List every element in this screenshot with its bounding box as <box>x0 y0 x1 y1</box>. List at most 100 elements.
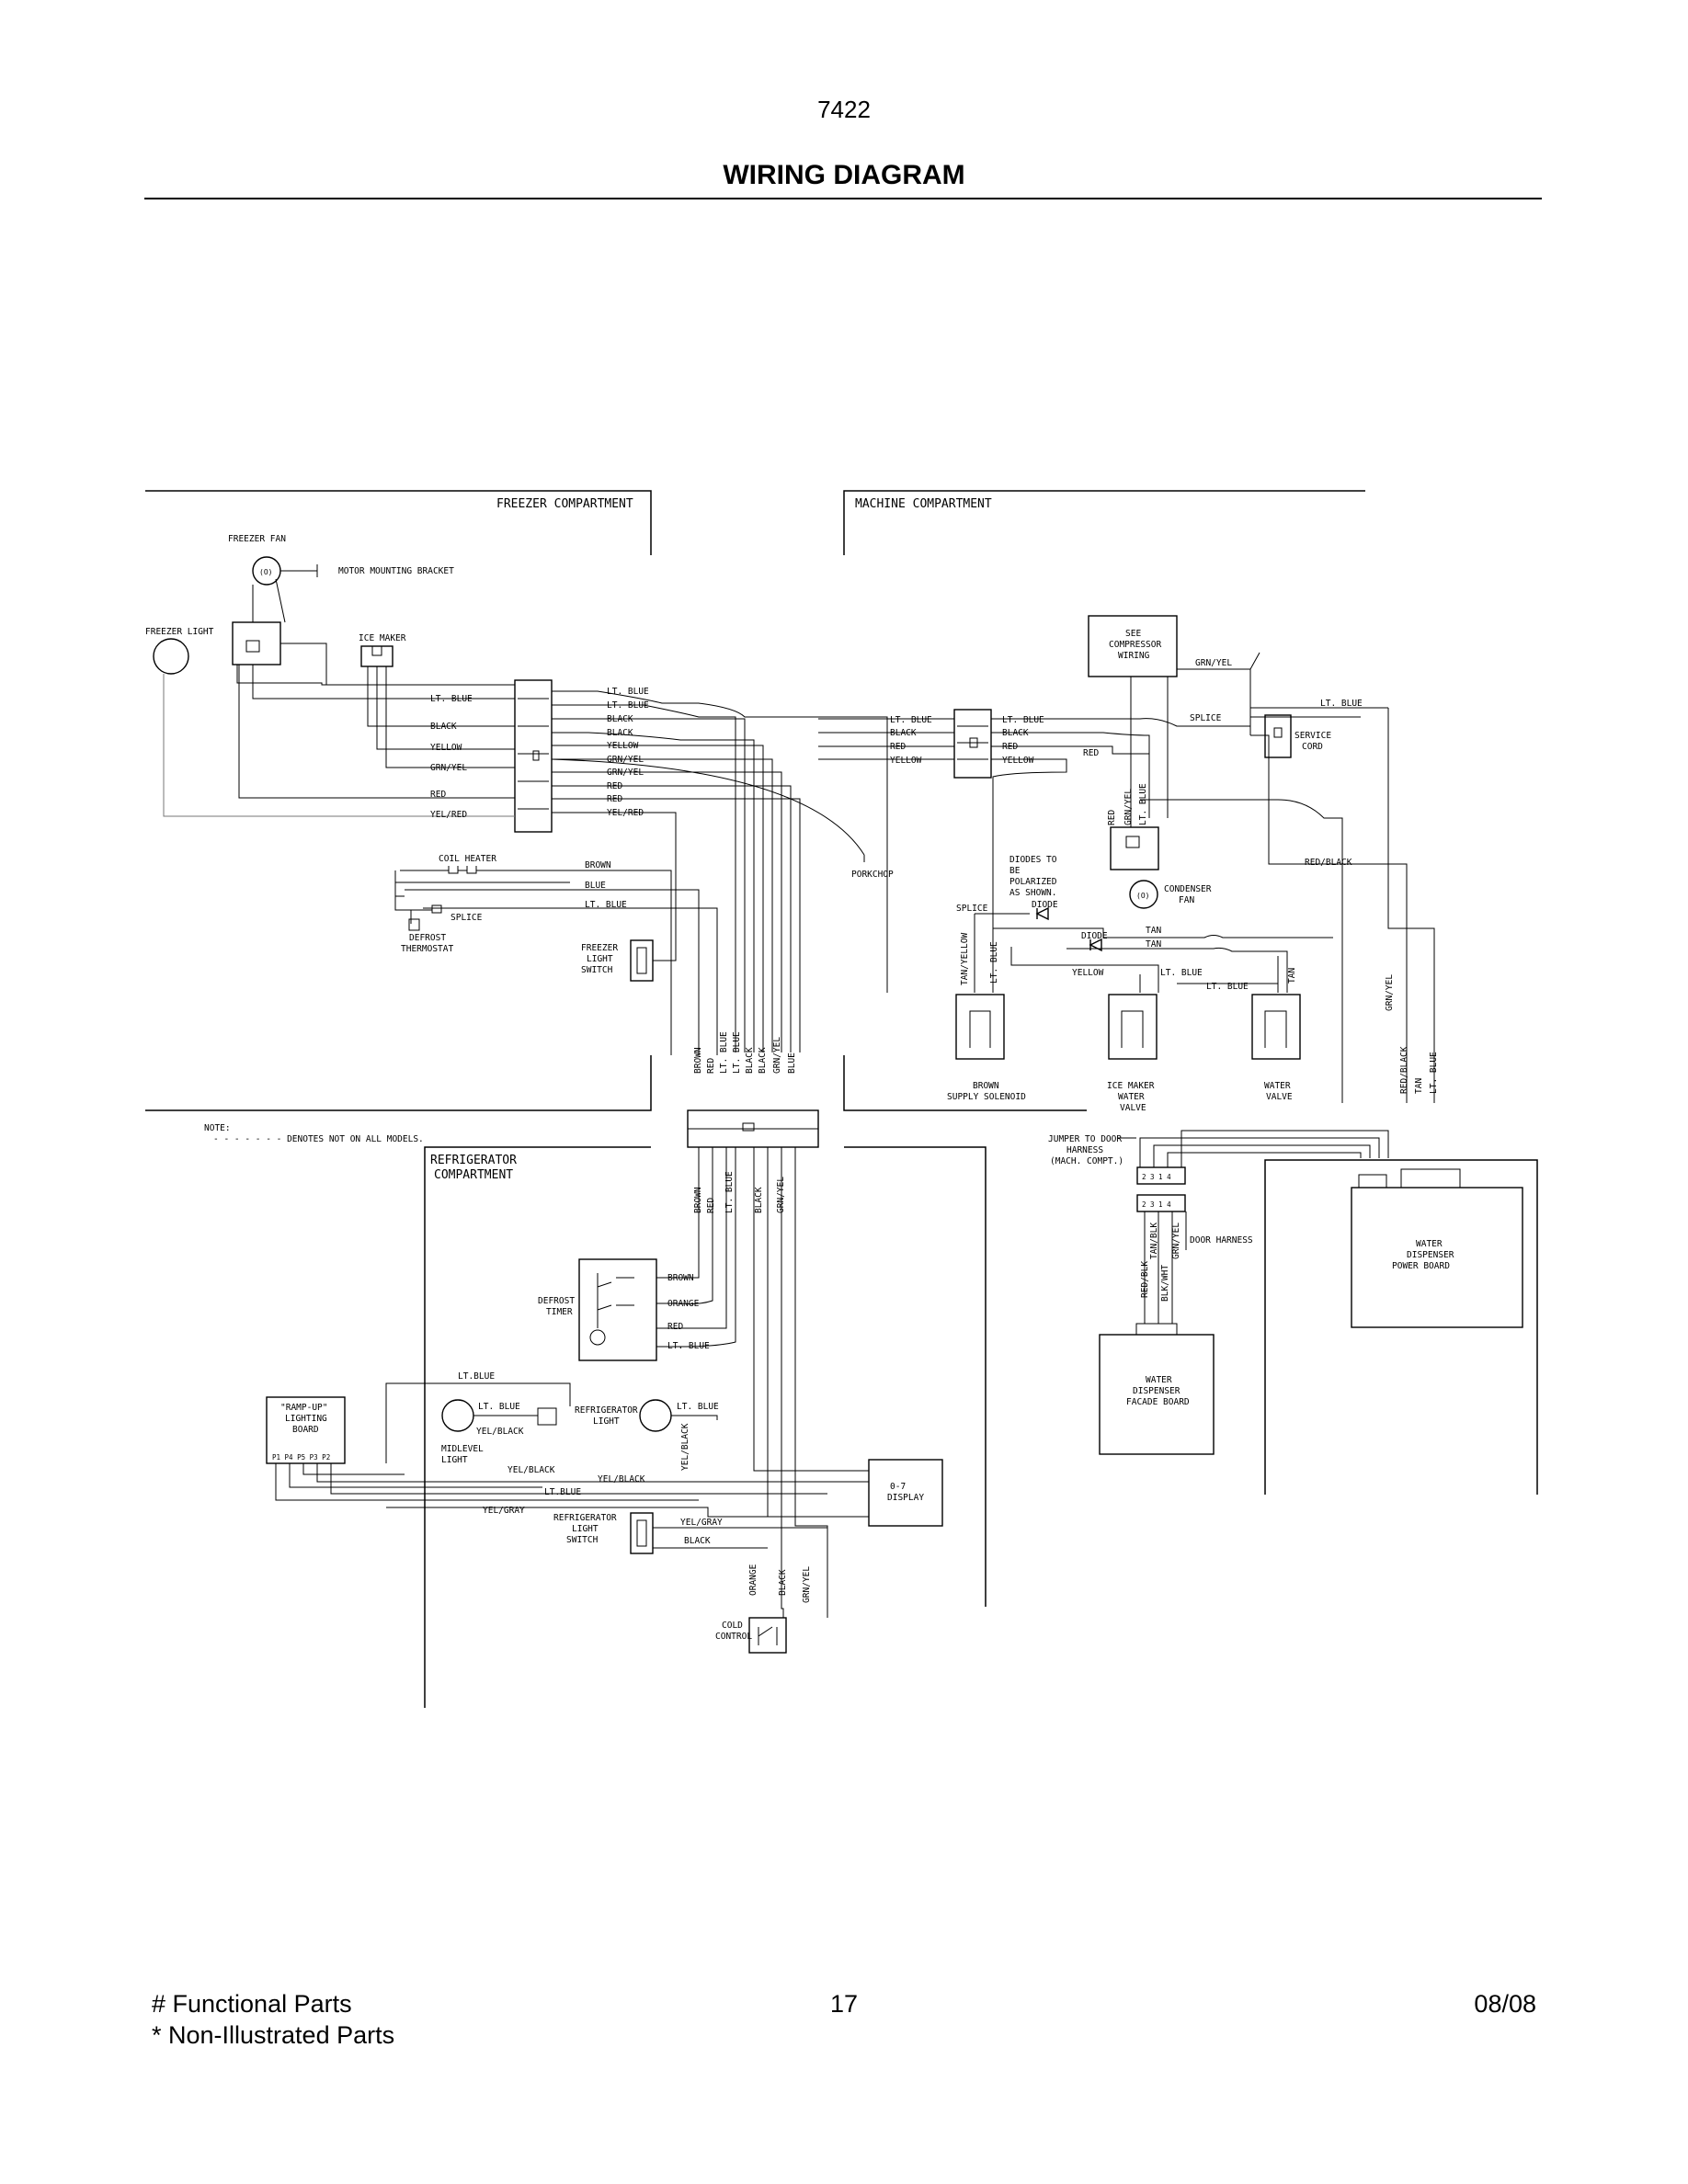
wire-label: LT. BLUE <box>607 687 649 697</box>
wire-label: YEL/GRAY <box>483 1506 525 1516</box>
defrost-timer-label: DEFROST <box>538 1296 575 1306</box>
wire-label: GRN/YEL <box>607 755 644 765</box>
machine-wires <box>991 677 1435 1103</box>
refrigerator-light-bulb-icon <box>639 1399 672 1432</box>
freezer-fan-connector <box>232 621 281 665</box>
wire-label: BLK/WHT <box>1160 1265 1170 1302</box>
freezer-light-label: FREEZER LIGHT <box>145 627 214 637</box>
svg-text:BLUE: BLUE <box>787 1052 797 1074</box>
wire-label: RED <box>607 781 622 791</box>
wire-label: TAN/YELLOW <box>960 933 970 985</box>
wire-label: BROWN <box>667 1273 694 1283</box>
page-number: 17 <box>829 1990 859 2018</box>
display-box <box>868 1459 943 1527</box>
jumper-label: JUMPER TO DOOR <box>1048 1134 1122 1144</box>
power-board-label-3: POWER BOARD <box>1392 1261 1450 1271</box>
defrost-thermostat-label-2: THERMOSTAT <box>401 944 453 954</box>
wire-label: YELLOW <box>1002 756 1034 766</box>
wire-label: LT. BLUE <box>1206 982 1249 992</box>
diodes-note: DIODES TO <box>1009 855 1057 865</box>
ice-valve-label-3: VALVE <box>1120 1103 1146 1113</box>
defrost-timer-label-2: TIMER <box>546 1307 573 1317</box>
svg-text:BLACK: BLACK <box>745 1047 755 1074</box>
wire-label: RED/BLACK <box>1305 858 1352 868</box>
midlevel-light-bulb-icon <box>441 1399 474 1432</box>
note-title: NOTE: <box>204 1123 231 1133</box>
water-valve <box>1251 994 1301 1060</box>
svg-text:BLACK: BLACK <box>758 1047 768 1074</box>
coil-heater-label: COIL HEATER <box>439 854 496 864</box>
fan-symbol: (O) <box>1136 892 1149 900</box>
wire-label: LT. BLUE <box>1429 1052 1439 1094</box>
wire-label: LT. BLUE <box>430 694 473 704</box>
wire-label: LT. BLUE <box>1138 783 1148 825</box>
svg-text:BROWN: BROWN <box>693 1047 703 1074</box>
wire-label: BROWN <box>585 860 611 870</box>
display-label: 0-7 <box>890 1482 906 1492</box>
defrost-timer-box <box>578 1258 657 1361</box>
cold-control-label: COLD <box>722 1621 743 1631</box>
wire-label: YELLOW <box>1072 968 1104 978</box>
diode-label: DIODE <box>1032 900 1058 910</box>
wire-label: LT.BLUE <box>458 1371 495 1382</box>
svg-text:LT. BLUE: LT. BLUE <box>719 1031 729 1074</box>
ice-maker-label: ICE MAKER <box>359 633 406 643</box>
door-harness-label: DOOR HARNESS <box>1190 1235 1253 1246</box>
wire-label: LT. BLUE <box>989 941 999 984</box>
wire-label: RED/BLACK <box>1399 1046 1409 1094</box>
wire-label: YELLOW <box>607 741 639 751</box>
ice-valve-label-2: WATER <box>1118 1092 1145 1102</box>
ice-valve-label: ICE MAKER <box>1107 1081 1155 1091</box>
freezer-light-switch-icon <box>630 939 654 982</box>
wire-label: LT. BLUE <box>677 1402 719 1412</box>
svg-text:GRN/YEL: GRN/YEL <box>772 1037 782 1074</box>
rampup-label: "RAMP-UP" <box>280 1403 327 1413</box>
splice-label: SPLICE <box>451 913 483 923</box>
brown-solenoid-label-2: SUPPLY SOLENOID <box>947 1092 1026 1102</box>
wire-label: LT. BLUE <box>585 900 627 910</box>
refrigerator-switch-icon <box>630 1512 654 1554</box>
wire-label: TAN <box>1146 926 1161 936</box>
ice-maker-connector <box>360 645 393 667</box>
compressor-label: SEE <box>1125 629 1141 639</box>
facade-board-label-2: DISPENSER <box>1133 1386 1180 1396</box>
freezer-harness-connector <box>514 679 553 833</box>
wire-label: YEL/RED <box>430 810 467 820</box>
wire-label: GRN/YEL <box>1195 658 1232 668</box>
power-board-label-2: DISPENSER <box>1407 1250 1454 1260</box>
refrigerator-compartment-label: REFRIGERATOR <box>430 1154 517 1167</box>
rampup-pins: P1 P4 P5 P3 P2 <box>272 1453 330 1462</box>
wire-label: BLACK <box>607 714 633 724</box>
wire-label: ORANGE <box>748 1564 758 1596</box>
diodes-note-2: BE <box>1009 866 1021 876</box>
footer-date: 08/08 <box>1474 1990 1536 2018</box>
wire-label: BLACK <box>684 1536 711 1546</box>
defrost-thermostat-label: DEFROST <box>409 933 446 943</box>
freezer-light-bulb-icon <box>153 638 189 675</box>
page-title: WIRING DIAGRAM <box>723 160 965 190</box>
refrigerator-compartment-label-2: COMPARTMENT <box>434 1168 513 1182</box>
refrigerator-wires <box>656 1147 869 1618</box>
freezer-light-switch-label: FREEZER <box>581 943 618 953</box>
wire-label: BLACK <box>778 1569 788 1596</box>
refrigerator-light-label-2: LIGHT <box>593 1416 620 1427</box>
service-cord-label: SERVICE <box>1295 731 1331 741</box>
refrigerator-switch-label-3: SWITCH <box>566 1535 599 1545</box>
compressor-label-3: WIRING <box>1118 651 1150 661</box>
wire-label: RED/BLK <box>1140 1261 1150 1298</box>
svg-text:BLACK: BLACK <box>754 1187 764 1213</box>
porkchop-label: PORKCHOP <box>851 870 894 880</box>
bundle-labels-upper: BROWN RED LT. BLUE LT. BLUE BLACK BLACK … <box>693 1031 797 1074</box>
wire-label: LT. BLUE <box>667 1341 710 1351</box>
wire-label: YEL/GRAY <box>680 1518 723 1528</box>
splice-label: SPLICE <box>956 904 988 914</box>
wire-label: LT. BLUE <box>1320 699 1363 709</box>
wire-label: RED <box>667 1322 683 1332</box>
wire-label: LT. BLUE <box>478 1402 520 1412</box>
freezer-light-switch-label-2: LIGHT <box>587 954 613 964</box>
condenser-fan-label-2: FAN <box>1179 895 1194 905</box>
wire-label: RED <box>430 790 446 800</box>
wire-label: YELLOW <box>890 756 922 766</box>
wire-label: TAN <box>1287 968 1297 984</box>
midlevel-light-label: MIDLEVEL <box>441 1444 484 1454</box>
